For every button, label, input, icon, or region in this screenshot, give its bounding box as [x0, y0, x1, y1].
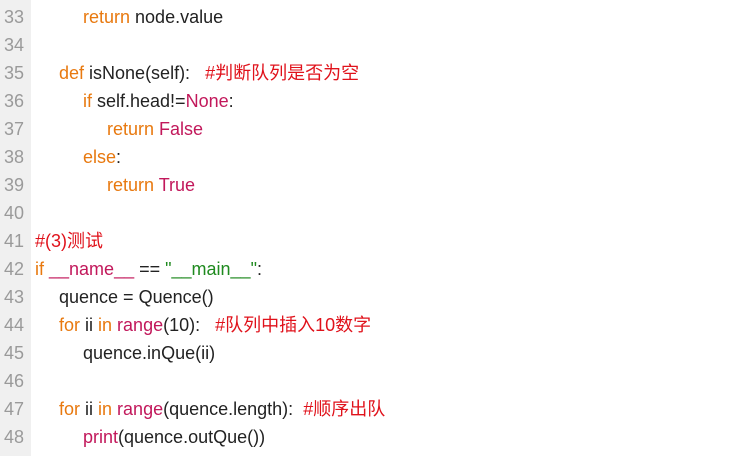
line-number: 44: [4, 315, 25, 335]
code-token: (quence.outQue()): [118, 427, 266, 447]
line-number: 41: [4, 231, 25, 251]
line-number: 36: [4, 91, 25, 111]
code-token: False: [159, 119, 204, 139]
code-token: (10):: [163, 315, 216, 335]
code-token: def: [59, 63, 85, 83]
line-content: return False: [31, 115, 203, 143]
code-line[interactable]: 47 for ii in range(quence.length): #顺序出队: [0, 395, 385, 423]
code-token: isNone(self):: [84, 63, 206, 83]
line-content: if __name__ == "__main__":: [31, 255, 262, 283]
code-line[interactable]: 43 quence = Quence(): [0, 283, 214, 311]
code-line[interactable]: 40: [0, 199, 35, 227]
code-token: range: [117, 315, 164, 335]
code-token: :: [228, 91, 234, 111]
code-line[interactable]: 35 def isNone(self): #判断队列是否为空: [0, 59, 359, 87]
code-token: #顺序出队: [303, 399, 386, 419]
line-content: for ii in range(10): #队列中插入10数字: [31, 311, 371, 339]
line-number: 39: [4, 175, 25, 195]
line-number: 35: [4, 63, 25, 83]
line-number-gutter: [0, 0, 31, 456]
line-content: [31, 199, 35, 227]
code-line[interactable]: 33 return node.value: [0, 3, 223, 31]
code-line[interactable]: 39 return True: [0, 171, 195, 199]
line-number: 38: [4, 147, 25, 167]
code-token: else: [83, 147, 117, 167]
code-token: in: [98, 399, 113, 419]
line-number: 43: [4, 287, 25, 307]
code-area[interactable]: 33 return node.value 34 35 def isNone(self):…: [4, 0, 730, 456]
code-token: for: [59, 315, 81, 335]
code-token: in: [98, 315, 113, 335]
line-number: 48: [4, 427, 25, 447]
code-token: #队列中插入10数字: [215, 315, 372, 335]
line-content: [31, 367, 35, 395]
code-line[interactable]: 36 if self.head!=None:: [0, 87, 234, 115]
code-token: self.head!=: [92, 91, 186, 111]
code-token: None: [185, 91, 229, 111]
code-line[interactable]: 46: [0, 367, 35, 395]
line-content: return True: [31, 171, 195, 199]
code-token: ii: [80, 315, 99, 335]
line-number: 40: [4, 203, 25, 223]
code-token: ii: [80, 399, 99, 419]
code-token: range: [117, 399, 164, 419]
code-line[interactable]: 44 for ii in range(10): #队列中插入10数字: [0, 311, 371, 339]
code-token: quence = Quence(): [59, 287, 214, 307]
line-content: else:: [31, 143, 121, 171]
line-content: def isNone(self): #判断队列是否为空: [31, 59, 359, 87]
code-token: (quence.length):: [163, 399, 304, 419]
line-number: 34: [4, 35, 25, 55]
line-content: #(3)测试: [31, 227, 103, 255]
line-number: 46: [4, 371, 25, 391]
code-token: print: [83, 427, 119, 447]
code-line[interactable]: 37 return False: [0, 115, 203, 143]
line-content: quence = Quence(): [31, 283, 214, 311]
code-token: "__main__": [165, 259, 257, 279]
line-number: 45: [4, 343, 25, 363]
code-token: return: [107, 175, 155, 195]
code-line[interactable]: 41 #(3)测试: [0, 227, 103, 255]
code-line[interactable]: 45 quence.inQue(ii): [0, 339, 215, 367]
line-content: for ii in range(quence.length): #顺序出队: [31, 395, 385, 423]
code-line[interactable]: 38 else:: [0, 143, 121, 171]
code-token: return: [107, 119, 155, 139]
code-line[interactable]: 42 if __name__ == "__main__":: [0, 255, 262, 283]
code-token: :: [116, 147, 122, 167]
code-token: #判断队列是否为空: [205, 63, 360, 83]
line-number: 37: [4, 119, 25, 139]
code-token: node.value: [130, 7, 224, 27]
line-content: quence.inQue(ii): [31, 339, 215, 367]
line-content: [31, 31, 35, 59]
line-number: 47: [4, 399, 25, 419]
line-content: return node.value: [31, 3, 223, 31]
code-line[interactable]: 34: [0, 31, 35, 59]
code-token: True: [158, 175, 196, 195]
code-token: :: [256, 259, 262, 279]
code-token: ==: [134, 259, 166, 279]
line-number: 42: [4, 259, 25, 279]
line-content: print(quence.outQue()): [31, 423, 265, 451]
code-token: if: [35, 259, 44, 279]
code-token: quence.inQue(ii): [83, 343, 216, 363]
code-token: for: [59, 399, 81, 419]
code-token: if: [83, 91, 92, 111]
code-token: __name__: [49, 259, 135, 279]
code-token: return: [83, 7, 131, 27]
line-content: if self.head!=None:: [31, 87, 234, 115]
code-line[interactable]: 48 print(quence.outQue()): [0, 423, 265, 451]
code-token: #(3)测试: [35, 231, 104, 251]
line-number: 33: [4, 7, 25, 27]
